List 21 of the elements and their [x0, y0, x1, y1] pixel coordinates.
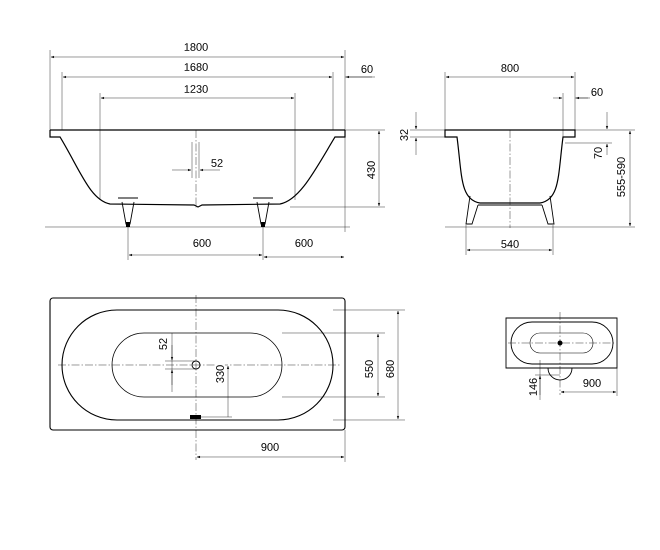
- dimension-label: 60: [590, 87, 604, 97]
- dimension-label: 60: [360, 64, 374, 74]
- dimension-label: 1230: [182, 84, 210, 94]
- dimension-label: 900: [260, 442, 280, 452]
- dimension-label: 800: [500, 63, 520, 73]
- dimension-label: 52: [210, 158, 224, 168]
- dimension-label: 1680: [182, 62, 210, 72]
- dimension-label: 1800: [182, 42, 210, 52]
- dimension-label: 550: [364, 358, 374, 380]
- dimension-label: 600: [294, 238, 314, 248]
- dimension-label: 146: [528, 376, 538, 398]
- dimension-label: 900: [582, 378, 602, 388]
- dimension-label: 555-590: [616, 156, 626, 198]
- dimension-label: 430: [366, 160, 376, 180]
- dimension-label: 52: [158, 336, 168, 352]
- dimension-label: 70: [593, 146, 603, 160]
- dimension-label: 600: [192, 238, 212, 248]
- dimension-label: 330: [215, 364, 225, 384]
- dimension-label: 540: [500, 239, 520, 249]
- dimension-label: 680: [385, 358, 395, 380]
- dimension-label: 32: [399, 128, 409, 142]
